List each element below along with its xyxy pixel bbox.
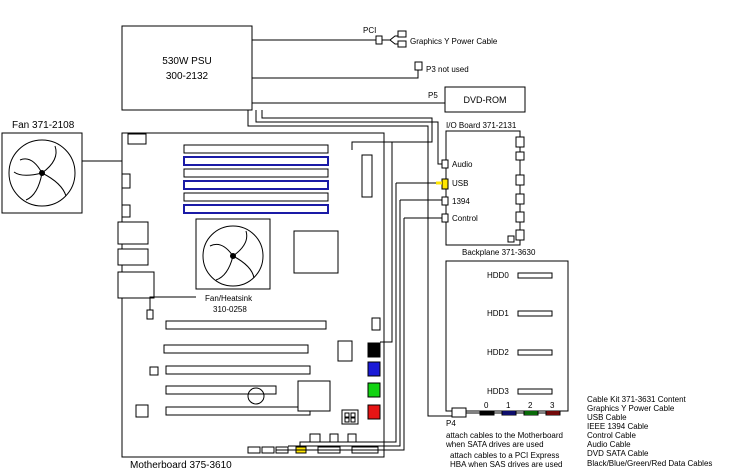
hdd1-label: HDD1: [487, 309, 509, 318]
p3-label: P3 not used: [426, 65, 469, 74]
note-sata-1: attach cables to the Motherboard: [446, 431, 563, 440]
psu: 530W PSU 300-2132: [121, 25, 253, 111]
cable-kit-item: DVD SATA Cable: [587, 449, 649, 458]
heatsink-part: 310-0258: [213, 305, 247, 314]
port-0: 0: [484, 401, 489, 410]
pci-slots: [163, 320, 327, 416]
cable-kit-item: USB Cable: [587, 413, 627, 422]
cable-kit-list: Cable Kit 371-3631 Content Graphics Y Po…: [587, 395, 712, 468]
note-sas-1: attach cables to a PCI Express: [450, 451, 559, 460]
io-port-1394: 1394: [452, 197, 470, 206]
motherboard: Fan/Heatsink 310-0258: [117, 132, 385, 458]
psu-name: 530W PSU: [162, 56, 211, 67]
port-1: 1: [506, 401, 511, 410]
dvd-rom: DVD-ROM: [444, 86, 526, 113]
port-3: 3: [550, 401, 555, 410]
cable-kit-item: Control Cable: [587, 431, 636, 440]
pci-label: PCI: [363, 26, 376, 35]
psu-part: 300-2132: [166, 71, 209, 82]
io-board-title: I/O Board 371-2131: [446, 121, 517, 130]
cable-kit-item: Graphics Y Power Cable: [587, 404, 675, 413]
data-cable-ports: [466, 410, 561, 416]
graphics-power-cable: [252, 30, 407, 48]
hdd0-label: HDD0: [487, 271, 509, 280]
heatsink-fan-icon: [195, 218, 271, 290]
dvd-label: DVD-ROM: [464, 95, 507, 105]
p3-cable: [252, 61, 423, 79]
cable-kit-item: Audio Cable: [587, 440, 631, 449]
graphics-power-label: Graphics Y Power Cable: [410, 37, 498, 46]
note-sata-2: when SATA drives are used: [445, 440, 544, 449]
fan-label: Fan 371-2108: [12, 120, 75, 131]
motherboard-label: Motherboard 375-3610: [130, 460, 232, 471]
sata-headers: [367, 317, 381, 420]
io-cables: [255, 110, 442, 451]
note-sas-2: HBA when SAS drives are used: [450, 460, 563, 469]
cable-kit-item: Black/Blue/Green/Red Data Cables: [587, 459, 712, 468]
heatsink-name: Fan/Heatsink: [205, 294, 253, 303]
cable-kit-title: Cable Kit 371-3631 Content: [587, 395, 687, 404]
port-2: 2: [528, 401, 533, 410]
p5-label: P5: [428, 91, 438, 100]
backplane-title: Backplane 371-3630: [462, 248, 536, 257]
backplane: [445, 260, 569, 412]
hdd2-label: HDD2: [487, 348, 509, 357]
p4-label: P4: [446, 419, 456, 428]
io-board: [441, 130, 525, 246]
fan-icon: [1, 132, 83, 214]
io-port-usb: USB: [452, 179, 468, 188]
io-port-audio: Audio: [452, 160, 473, 169]
cable-kit-item: IEEE 1394 Cable: [587, 422, 649, 431]
hdd3-label: HDD3: [487, 387, 509, 396]
io-port-control: Control: [452, 214, 478, 223]
dimm-slots: [183, 144, 329, 214]
